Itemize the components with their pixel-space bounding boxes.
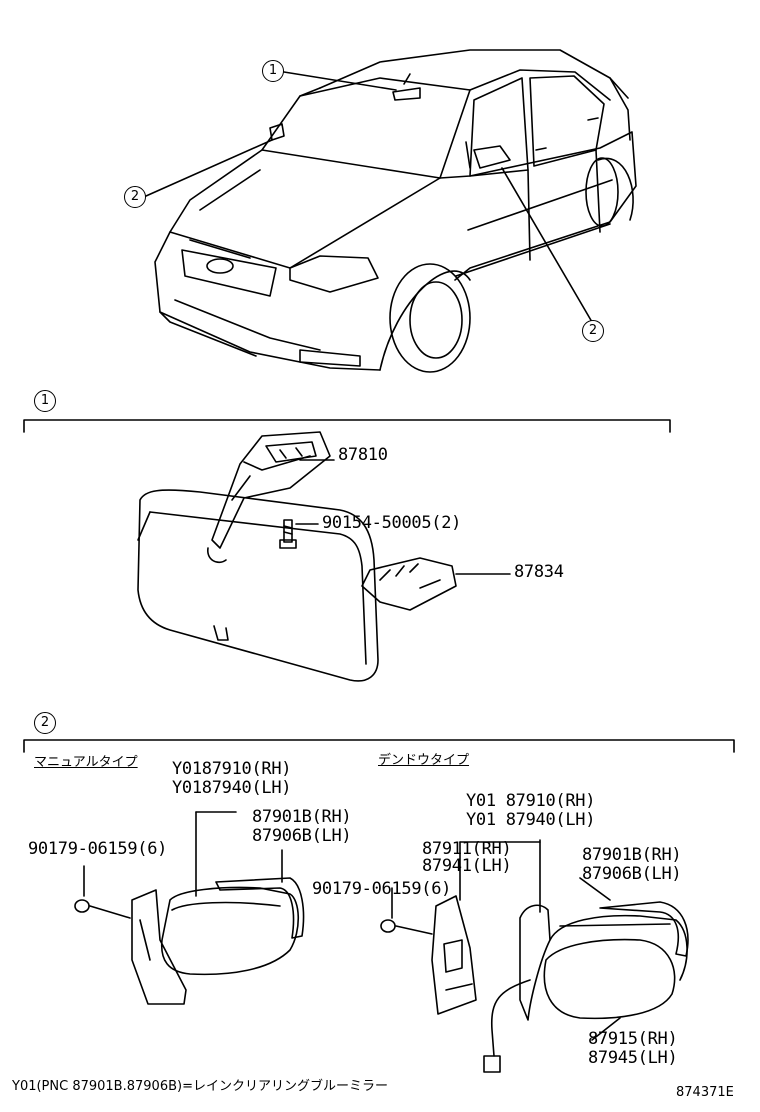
power-87901b-label: 87901B(RH) <box>582 845 682 865</box>
manual-screw-illustration <box>74 899 131 919</box>
manual-y-lh-label: Y0187940(LH) <box>172 778 292 798</box>
section-1-marker: 1 <box>34 390 56 412</box>
part-87834-label: 87834 <box>514 562 564 582</box>
power-87911-label: 87911(RH) <box>422 839 512 859</box>
rearview-mirror-illustration <box>137 431 379 682</box>
manual-87906b-label: 87906B(LH) <box>252 826 352 846</box>
power-87945-label: 87945(LH) <box>588 1048 678 1068</box>
manual-type-label: マニュアルタイプ <box>34 755 138 770</box>
power-mirror-illustration <box>431 895 689 1073</box>
callout-2-right-mirror: 2 <box>582 320 604 342</box>
footer-note: Y01(PNC 87901B.87906B)=レインクリアリングブルーミラー <box>12 1079 388 1094</box>
manual-87901b-label: 87901B(RH) <box>252 807 352 827</box>
section-2-marker: 2 <box>34 712 56 734</box>
manual-mirror-illustration <box>131 877 305 1005</box>
power-87906b-label: 87906B(LH) <box>582 864 682 884</box>
car-illustration <box>154 49 637 373</box>
diagram-id: 874371E <box>676 1085 734 1100</box>
power-screw-illustration <box>380 919 433 935</box>
power-87915-label: 87915(RH) <box>588 1029 678 1049</box>
callout-1-inner-mirror: 1 <box>262 60 284 82</box>
manual-screw-label: 90179-06159(6) <box>28 839 168 859</box>
cover-87834 <box>361 557 457 611</box>
part-90154-label: 90154-50005(2) <box>322 513 462 533</box>
power-type-label: デンドウタイプ <box>378 753 470 768</box>
screw-90154 <box>279 519 297 549</box>
power-screw-label: 90179-06159(6) <box>312 879 452 899</box>
power-y-rh-label: Y01 87910(RH) <box>466 791 596 811</box>
power-87941-label: 87941(LH) <box>422 856 512 876</box>
power-y-lh-label: Y01 87940(LH) <box>466 810 596 830</box>
manual-y-rh-label: Y0187910(RH) <box>172 759 292 779</box>
part-87810-label: 87810 <box>338 445 388 465</box>
callout-2-left-mirror: 2 <box>124 186 146 208</box>
